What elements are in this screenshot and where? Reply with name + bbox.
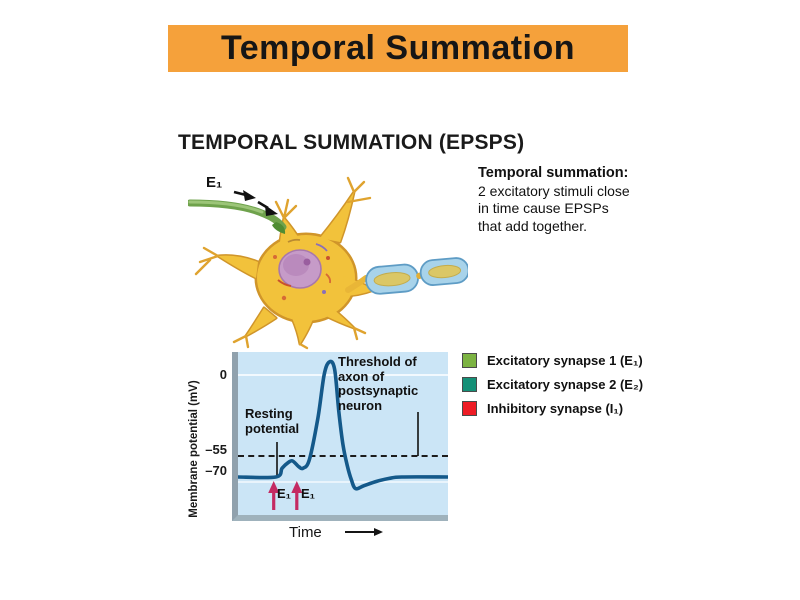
legend-label: Inhibitory synapse (I₁) bbox=[487, 400, 624, 416]
resting-potential-label: Resting potential bbox=[245, 406, 300, 436]
threshold-label-line: postsynaptic bbox=[338, 383, 419, 398]
description-block: Temporal summation: 2 excitatory stimuli… bbox=[478, 165, 678, 235]
y-tick-55: –55 bbox=[205, 442, 227, 457]
y-tick-0: 0 bbox=[219, 367, 227, 382]
y-tick-70: –70 bbox=[205, 463, 227, 478]
threshold-dashed-line bbox=[238, 455, 448, 457]
description-line: that add together. bbox=[478, 217, 587, 234]
gridline-zero bbox=[238, 374, 448, 376]
threshold-label-line: neuron bbox=[338, 397, 383, 413]
legend: Excitatory synapse 1 (E₁) Excitatory syn… bbox=[462, 348, 643, 420]
stimulus-arrows bbox=[233, 190, 278, 216]
nucleolus bbox=[303, 258, 311, 266]
stimulus-e1-label: E₁ bbox=[206, 174, 223, 191]
plot-area: Resting potential Threshold of axon of p… bbox=[232, 352, 448, 521]
section-heading: TEMPORAL SUMMATION (EPSPS) bbox=[178, 131, 525, 154]
membrane-potential-curve bbox=[238, 359, 448, 510]
legend-swatch-red bbox=[462, 400, 477, 416]
legend-swatch-teal bbox=[462, 376, 477, 392]
membrane-potential-graph: Membrane potential (mV) 0 –55 –70 Restin… bbox=[185, 345, 475, 560]
x-axis-label: Time bbox=[289, 524, 322, 541]
neuron-illustration bbox=[186, 172, 479, 350]
nucleus-shading bbox=[283, 254, 309, 276]
threshold-label-line: Threshold of bbox=[338, 354, 417, 369]
potential-trace bbox=[238, 359, 448, 491]
myelin-sheaths bbox=[365, 257, 479, 295]
axon-hillock bbox=[345, 275, 369, 293]
e1-event-label: E₁ bbox=[277, 486, 292, 501]
axon-core-1 bbox=[373, 272, 411, 287]
legend-item-inhibitory: Inhibitory synapse (I₁) bbox=[462, 396, 643, 420]
description-line: 2 excitatory stimuli close bbox=[478, 182, 630, 199]
banner-title: Temporal Summation bbox=[220, 29, 576, 67]
axon-core-2 bbox=[428, 264, 462, 279]
organelles bbox=[273, 238, 332, 301]
threshold-label-line: axon of bbox=[338, 368, 385, 384]
legend-swatch-green bbox=[462, 352, 477, 368]
dendrite-forks bbox=[194, 176, 372, 350]
e1-event-label: E₁ bbox=[301, 486, 316, 501]
neuron-svg bbox=[186, 176, 479, 350]
synapse-terminal-e1 bbox=[186, 199, 287, 234]
description-title: Temporal summation: bbox=[478, 165, 629, 181]
legend-label: Excitatory synapse 1 (E₁) bbox=[487, 352, 643, 368]
gridline-resting bbox=[238, 481, 448, 483]
legend-item-excitatory-1: Excitatory synapse 1 (E₁) bbox=[462, 348, 643, 372]
description-line: in time cause EPSPs bbox=[478, 200, 609, 216]
legend-item-excitatory-2: Excitatory synapse 2 (E₂) bbox=[462, 372, 643, 396]
title-banner: Temporal Summation bbox=[168, 25, 628, 72]
legend-label: Excitatory synapse 2 (E₂) bbox=[487, 376, 644, 392]
time-arrow-icon bbox=[345, 527, 383, 536]
threshold-label: Threshold of axon of postsynaptic neuron bbox=[338, 354, 446, 413]
stimulus-event-arrows bbox=[268, 481, 303, 510]
